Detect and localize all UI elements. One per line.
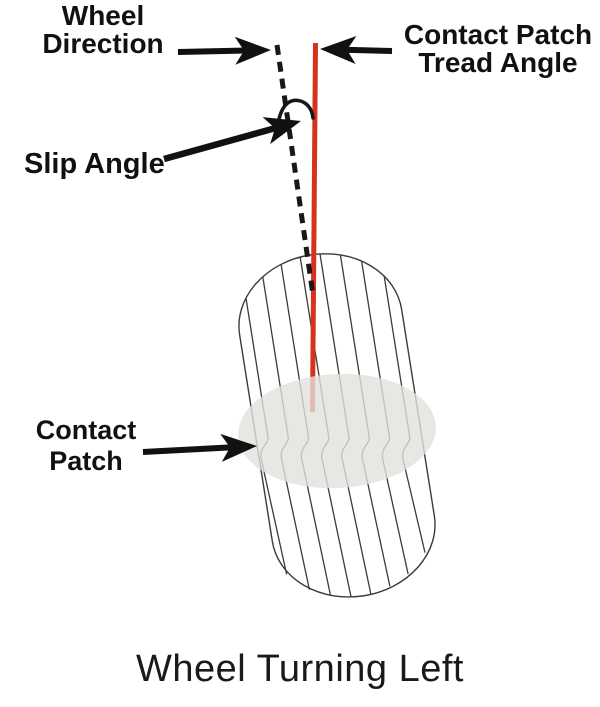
label-wheel-direction: Wheel Direction — [18, 2, 188, 58]
contact-patch-arrow — [142, 433, 257, 462]
label-line: Contact Patch — [403, 19, 593, 50]
slip-angle-arc — [277, 98, 315, 121]
label-contact-patch-tread-angle: Contact Patch Tread Angle — [398, 21, 598, 77]
label-contact-patch: Contact Patch — [26, 415, 146, 477]
label-slip-angle: Slip Angle — [24, 148, 165, 180]
tread-angle-arrow — [320, 36, 393, 64]
label-line: Slip Angle — [24, 148, 165, 180]
caption-title: Wheel Turning Left — [136, 648, 464, 690]
label-line: Tread Angle — [418, 47, 578, 78]
slip-angle-arrow — [163, 117, 301, 163]
tread-angle-line — [310, 42, 318, 413]
label-line: Contact — [35, 415, 137, 445]
label-line: Wheel — [61, 0, 145, 31]
arrows — [142, 36, 393, 462]
label-line: Patch — [49, 446, 123, 476]
wheel-direction-line — [274, 44, 316, 296]
contact-patch-ellipse — [238, 373, 436, 489]
wheel-direction-arrow — [177, 36, 271, 65]
label-line: Direction — [42, 28, 164, 59]
